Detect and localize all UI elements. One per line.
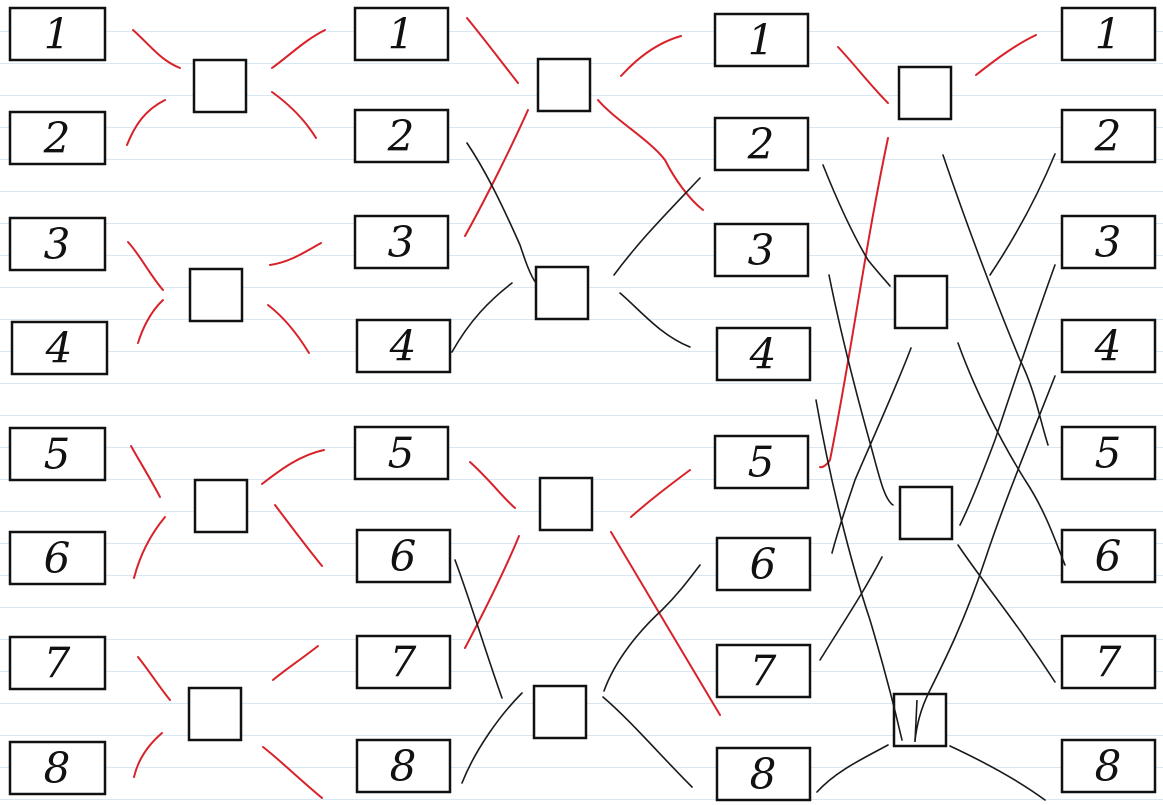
stage-3-label-3: 3: [748, 226, 775, 275]
stage-1-label-8: 8: [44, 744, 71, 793]
stage-2-box-3: 3: [353, 214, 450, 270]
stage-1-label-3: 3: [44, 220, 71, 269]
stage-1-column: 1 2 3 4 5 6 7 8: [8, 6, 109, 796]
stage-2-box-7: 7: [355, 634, 452, 690]
stage-2-box-5: 5: [353, 425, 450, 481]
switch-node-a1: [192, 58, 248, 114]
stage-4-label-5: 5: [1095, 429, 1122, 478]
switch-node-a4: [187, 686, 243, 742]
stage-4-label-2: 2: [1094, 112, 1122, 161]
stage-1-label-7: 7: [44, 639, 71, 688]
stage-4-box-6: 6: [1060, 528, 1157, 584]
stroke-mark: [914, 699, 918, 743]
stage-3-label-7: 7: [750, 647, 777, 696]
stage-3-box-8: 8: [715, 746, 812, 802]
stage-1-box-7: 7: [8, 635, 107, 691]
switch-node-c3: [898, 485, 954, 541]
switch-node-c4: [892, 692, 948, 748]
stage-1-label-2: 2: [43, 114, 71, 163]
stage-2-box-8: 8: [355, 738, 452, 794]
stage-1-box-4: 4: [10, 320, 109, 376]
stage-1-box-3: 3: [8, 216, 107, 272]
stage-4-box-1: 1: [1060, 6, 1157, 62]
stage-3-column: 1 2 3 4 5 6 7 8: [713, 12, 812, 802]
stage-2-column: 1 2 3 4 5 6 7 8: [353, 6, 452, 794]
black-wires-stage-2: [451, 142, 701, 788]
stage-3-box-3: 3: [713, 222, 810, 278]
stage-4-box-7: 7: [1060, 634, 1157, 690]
stage-1-label-1: 1: [44, 10, 71, 59]
stage-3-box-2: 2: [713, 116, 810, 172]
stage-3-label-5: 5: [748, 438, 775, 487]
stage-4-label-8: 8: [1095, 742, 1122, 791]
stage-2-label-3: 3: [388, 218, 415, 267]
stage-1-label-4: 4: [45, 324, 73, 373]
stage-2-label-6: 6: [390, 532, 417, 581]
switch-node-b4: [532, 684, 588, 740]
stage-3-label-8: 8: [750, 750, 777, 799]
stage-4-label-3: 3: [1095, 218, 1122, 267]
stage-3-box-1: 1: [713, 12, 810, 68]
stage-4-box-8: 8: [1060, 738, 1157, 794]
stage-3-box-7: 7: [715, 643, 812, 699]
stage-4-column: 1 2 3 4 5 6 7 8: [1060, 6, 1157, 794]
switch-node-b3: [538, 476, 594, 532]
stage-2-label-5: 5: [388, 429, 415, 478]
switch-node-c1: [897, 65, 953, 121]
stage-2-label-8: 8: [390, 742, 417, 791]
stage-3-label-6: 6: [750, 540, 777, 589]
stage-1-label-5: 5: [44, 430, 71, 479]
switch-node-c2: [893, 274, 949, 330]
red-wires-stage-1: [126, 29, 326, 799]
stage-2-box-2: 2: [353, 108, 450, 164]
stage-1-box-5: 5: [8, 426, 107, 482]
stage-2-box-4: 4: [355, 318, 452, 374]
stage-1-box-1: 1: [8, 6, 107, 62]
stage-4-label-6: 6: [1095, 532, 1122, 581]
stage-1-box-6: 6: [8, 530, 107, 586]
stage-1-box-8: 8: [8, 740, 107, 796]
stage-1-box-2: 2: [8, 110, 107, 166]
stage-2-box-6: 6: [355, 528, 452, 584]
stage-2-label-1: 1: [388, 10, 415, 59]
stage-4-box-2: 2: [1060, 108, 1157, 164]
stage-3-box-6: 6: [715, 536, 812, 592]
stage-4-box-3: 3: [1060, 214, 1157, 270]
stage-4-label-1: 1: [1095, 10, 1122, 59]
stage-3-label-2: 2: [747, 120, 775, 169]
stage-4-box-5: 5: [1060, 425, 1157, 481]
switch-node-a3: [193, 478, 249, 534]
stage-2-box-1: 1: [353, 6, 450, 62]
red-wires-stage-2: [464, 17, 721, 716]
switch-node-b1: [536, 57, 592, 113]
stage-3-label-4: 4: [749, 330, 777, 379]
black-wires-stage-3: [815, 153, 1066, 801]
switch-nodes: [187, 57, 954, 748]
stage-4-label-7: 7: [1095, 638, 1122, 687]
switch-node-a2: [188, 267, 244, 323]
stage-1-label-6: 6: [44, 534, 71, 583]
stage-3-label-1: 1: [748, 16, 775, 65]
stage-4-box-4: 4: [1060, 318, 1157, 374]
switch-node-b2: [534, 265, 590, 321]
stage-2-label-2: 2: [387, 112, 415, 161]
stage-3-box-4: 4: [715, 326, 812, 382]
stage-4-label-4: 4: [1094, 322, 1122, 371]
stage-2-label-7: 7: [390, 638, 417, 687]
stage-2-label-4: 4: [389, 322, 417, 371]
stage-3-box-5: 5: [713, 434, 810, 490]
